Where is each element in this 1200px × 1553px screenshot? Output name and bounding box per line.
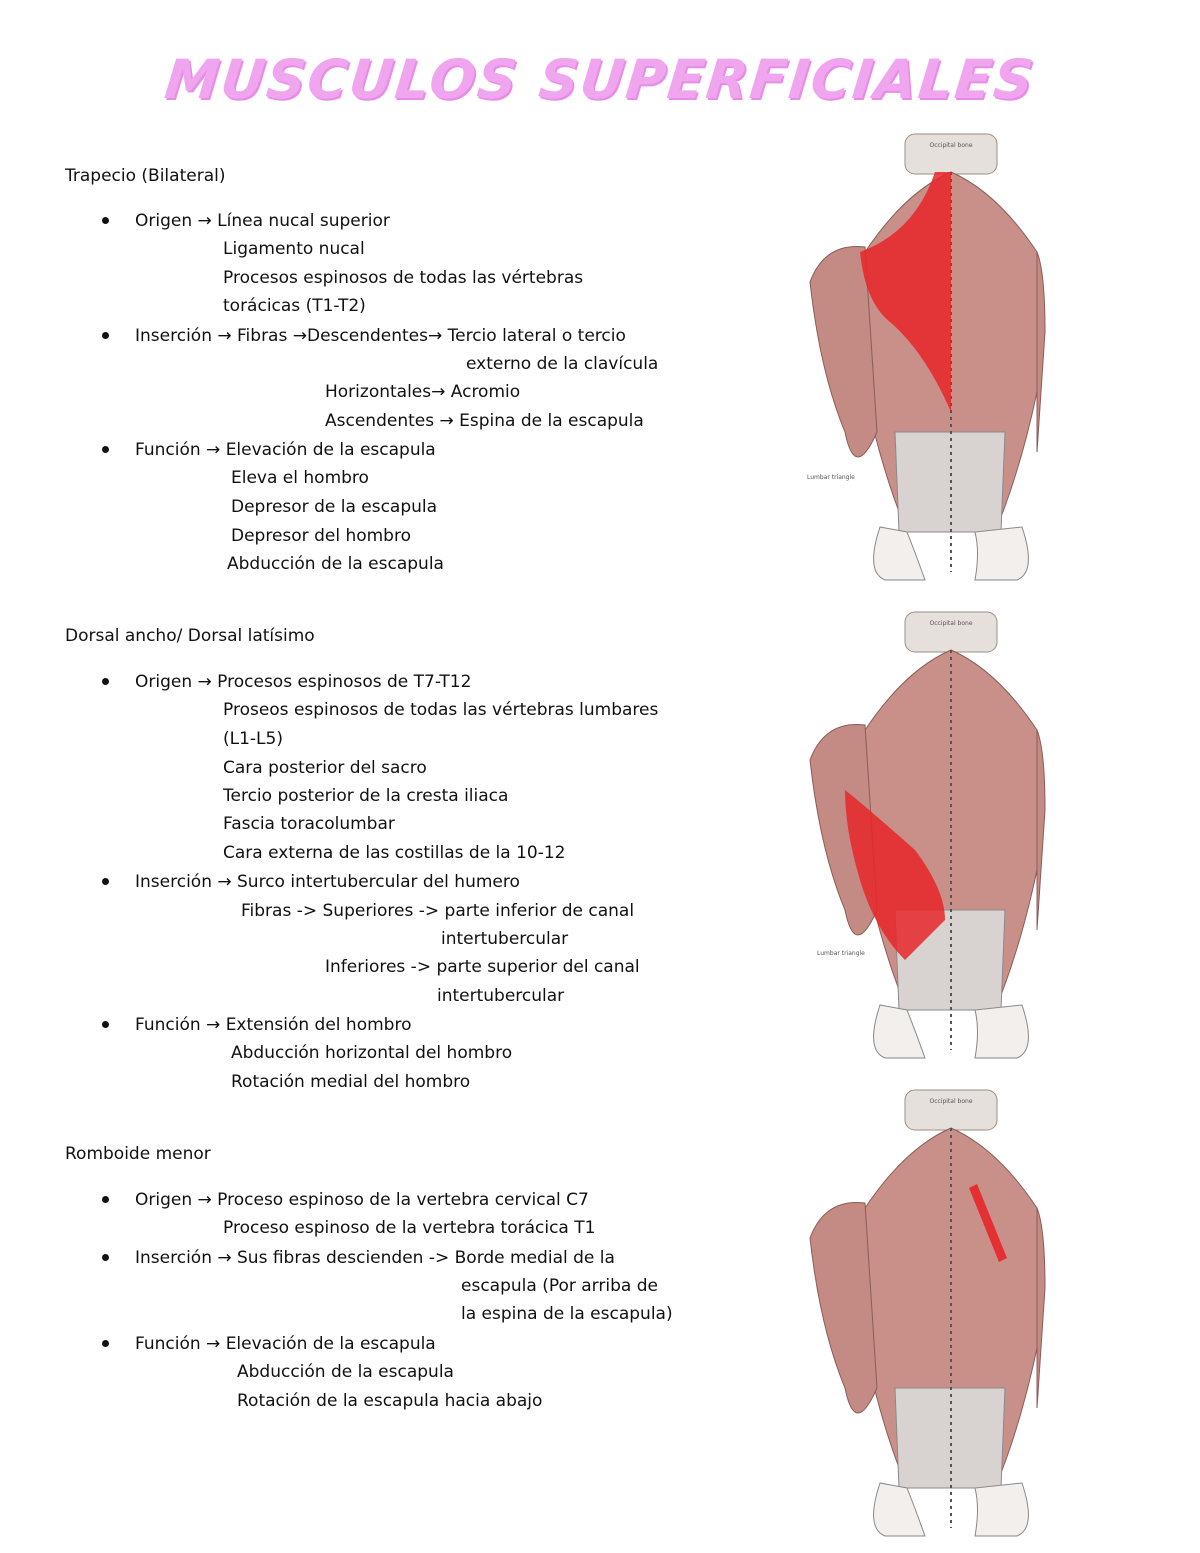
- origin-line: Origen → Línea nucal superior: [135, 211, 390, 231]
- list-item: Abducción horizontal del hombro: [231, 1043, 513, 1063]
- bullet: [102, 446, 109, 453]
- origin-line: Origen → Proceso espinoso de la vertebra…: [135, 1190, 589, 1210]
- function-line: Función → Elevación de la escapula: [135, 440, 436, 460]
- list-item: Fibras -> Superiores -> parte inferior d…: [241, 901, 635, 921]
- section-heading-romboide: Romboide menor: [65, 1144, 211, 1164]
- bullet: [102, 1254, 109, 1261]
- origin-line: Origen → Procesos espinosos de T7-T12: [135, 672, 472, 692]
- list-item: intertubercular: [441, 929, 569, 949]
- list-item: Eleva el hombro: [231, 468, 369, 488]
- bullet: [102, 878, 109, 885]
- list-item: Cara posterior del sacro: [223, 758, 427, 778]
- list-item: (L1-L5): [223, 729, 283, 749]
- bullet: [102, 1196, 109, 1203]
- bullet: [102, 332, 109, 339]
- latissimus-illustration: Occipital bone Lumbar triangle: [809, 611, 1046, 1059]
- list-item: Fascia toracolumbar: [223, 814, 395, 834]
- list-item: Abducción de la escapula: [227, 554, 444, 574]
- insertion-line: Inserción → Sus fibras descienden -> Bor…: [135, 1248, 615, 1268]
- function-line: Función → Extensión del hombro: [135, 1015, 412, 1035]
- insertion-line: Inserción → Fibras →Descendentes→ Tercio…: [135, 326, 626, 346]
- list-item: intertubercular: [437, 986, 565, 1006]
- bullet: [102, 217, 109, 224]
- lumbar-triangle-label: Lumbar triangle: [807, 474, 855, 481]
- list-item: Proceso espinoso de la vertebra torácica…: [223, 1218, 596, 1238]
- section-heading-dorsal: Dorsal ancho/ Dorsal latísimo: [65, 626, 315, 646]
- list-item: Abducción de la escapula: [237, 1362, 454, 1382]
- list-item: Ligamento nucal: [223, 239, 365, 259]
- section-heading-trapecio: Trapecio (Bilateral): [65, 166, 226, 186]
- occipital-label: Occipital bone: [929, 1098, 972, 1105]
- occipital-label: Occipital bone: [929, 620, 972, 627]
- list-item: Ascendentes → Espina de la escapula: [325, 411, 644, 431]
- list-item: torácicas (T1-T2): [223, 296, 366, 316]
- bullet: [102, 1340, 109, 1347]
- list-item: la espina de la escapula): [461, 1304, 673, 1324]
- list-item: Tercio posterior de la cresta iliaca: [223, 786, 509, 806]
- trapezius-illustration: Occipital bone Lumbar triangle: [807, 133, 1046, 581]
- list-item: Depresor del hombro: [231, 526, 411, 546]
- occipital-label: Occipital bone: [929, 142, 972, 149]
- bullet: [102, 678, 109, 685]
- lumbar-triangle-label: Lumbar triangle: [817, 950, 865, 957]
- rhomboid-minor-illustration: Occipital bone: [809, 1089, 1046, 1537]
- bullet: [102, 1021, 109, 1028]
- list-item: Rotación de la escapula hacia abajo: [237, 1391, 543, 1411]
- list-item: Procesos espinosos de todas las vértebra…: [223, 268, 584, 288]
- list-item: escapula (Por arriba de: [461, 1276, 658, 1296]
- list-item: Inferiores -> parte superior del canal: [325, 957, 640, 977]
- list-item: Proseos espinosos de todas las vértebras…: [223, 700, 659, 720]
- list-item: Depresor de la escapula: [231, 497, 438, 517]
- list-item: Rotación medial del hombro: [231, 1072, 471, 1092]
- insertion-line: Inserción → Surco intertubercular del hu…: [135, 872, 520, 892]
- page-title: MUSCULOS SUPERFICIALES: [161, 48, 1039, 111]
- list-item: Cara externa de las costillas de la 10-1…: [223, 843, 566, 863]
- function-line: Función → Elevación de la escapula: [135, 1334, 436, 1354]
- list-item: externo de la clavícula: [466, 354, 659, 374]
- list-item: Horizontales→ Acromio: [325, 382, 521, 402]
